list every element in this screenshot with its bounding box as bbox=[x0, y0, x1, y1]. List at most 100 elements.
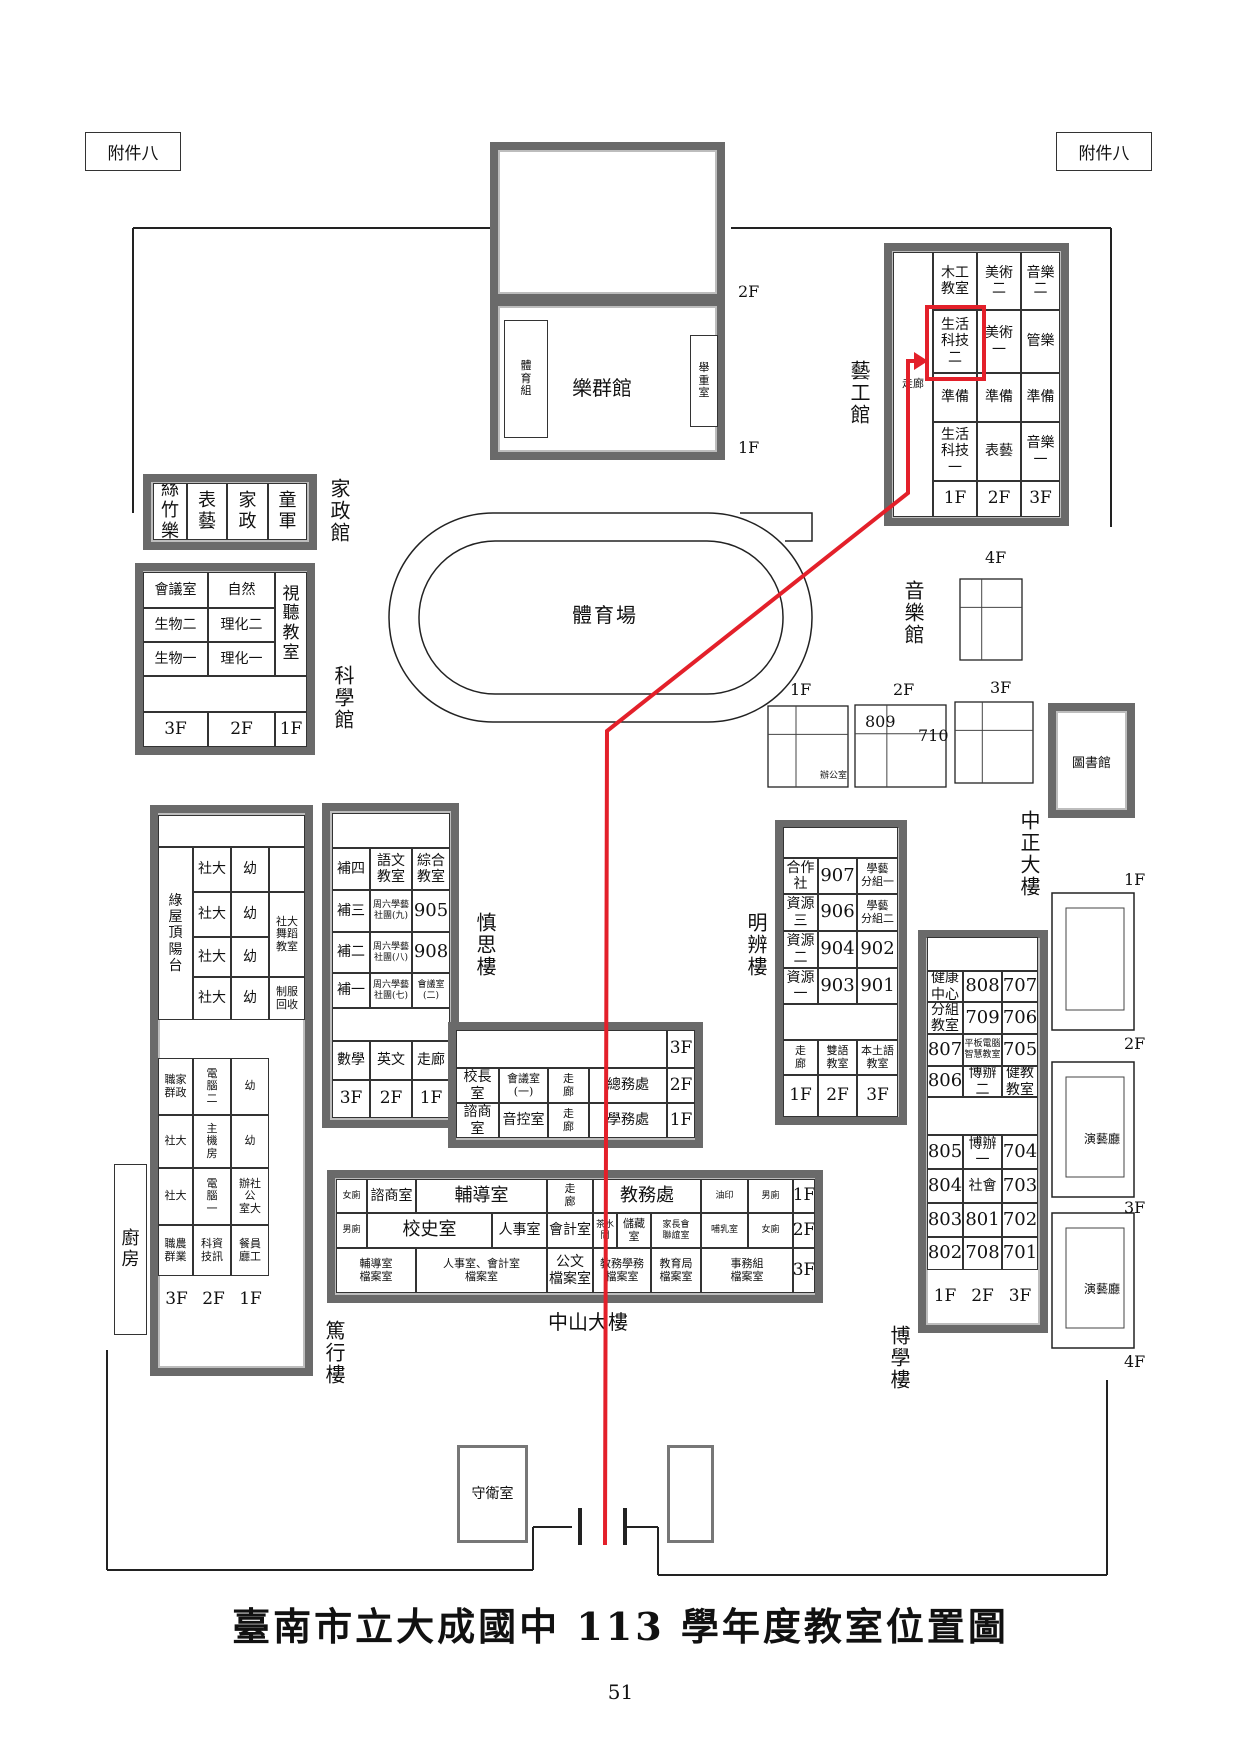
room-cell: 童 軍 bbox=[268, 483, 307, 540]
floor-label: 3F bbox=[143, 712, 208, 747]
room-cell: 會議室 bbox=[143, 572, 208, 608]
room-cell: 807 bbox=[927, 1034, 963, 1066]
theater-floor-plan bbox=[1051, 892, 1135, 1031]
room-cell: 會計室 bbox=[547, 1213, 593, 1248]
room-cell: 資源 二 bbox=[783, 931, 818, 968]
room-cell: 公文 檔案室 bbox=[547, 1248, 593, 1293]
room-cell: 補一 bbox=[332, 973, 370, 1008]
floor-label: 3F bbox=[1008, 1285, 1032, 1306]
room-cell: 制服 回收 bbox=[269, 977, 305, 1020]
floor-label: 1F bbox=[275, 712, 307, 747]
room-cell: 音控室 bbox=[499, 1103, 548, 1138]
room-cell: 幼 bbox=[231, 937, 269, 977]
room-cell: 802 bbox=[927, 1237, 963, 1270]
room-cell: 人事室、會計室 檔案室 bbox=[416, 1248, 547, 1293]
room-cell: 語文 教室 bbox=[370, 848, 412, 890]
floor-label: 3F bbox=[1021, 481, 1060, 517]
room-cell: 理化一 bbox=[208, 642, 275, 676]
room-cell: 1F bbox=[793, 1179, 815, 1213]
room-cell: 803 bbox=[927, 1203, 963, 1237]
office-label: 辦公室 bbox=[820, 771, 848, 781]
room-cell: 2F bbox=[793, 1213, 815, 1248]
theater-label: 演藝廳 bbox=[1084, 1132, 1121, 1146]
attachment-label-right: 附件八 bbox=[1056, 132, 1152, 171]
room-cell: 補二 bbox=[332, 932, 370, 973]
room-cell: 生物二 bbox=[143, 608, 208, 642]
room-cell: 準備 bbox=[933, 373, 977, 422]
room-cell: 校史室 bbox=[367, 1213, 492, 1248]
room-809: 809 bbox=[865, 712, 896, 731]
room-cell: 901 bbox=[857, 968, 898, 1004]
room-cell: 職家 群政 bbox=[158, 1058, 193, 1115]
attachment-label-left: 附件八 bbox=[85, 132, 181, 171]
room-cell: 健教 教室 bbox=[1002, 1066, 1038, 1097]
route-arrowhead-icon bbox=[914, 352, 928, 370]
corridor-space bbox=[927, 1097, 1038, 1135]
mingbian-building-label: 明辨樓 bbox=[744, 912, 768, 978]
floor-label: 3F bbox=[332, 1080, 370, 1118]
room-cell: 社大 bbox=[193, 892, 231, 937]
floor-label: 4F bbox=[1124, 1352, 1146, 1371]
room-cell: 家 政 bbox=[227, 483, 268, 540]
music-hall-floor-plan bbox=[954, 701, 1034, 784]
floor-label: 2F bbox=[370, 1080, 412, 1118]
room-cell: 幼 bbox=[231, 892, 269, 937]
room-cell: 走 廊 bbox=[783, 1040, 818, 1075]
lequn-hall-name: 樂群館 bbox=[572, 376, 632, 400]
track-outer bbox=[388, 512, 813, 723]
room-cell: 806 bbox=[927, 1066, 963, 1097]
corridor-space bbox=[927, 937, 1038, 971]
room-cell: 社大 bbox=[158, 1115, 193, 1168]
room-cell: 儲藏室 bbox=[617, 1213, 651, 1248]
room-cell: 709 bbox=[963, 1002, 1002, 1034]
room-cell: 703 bbox=[1002, 1169, 1038, 1203]
room-cell: 教務處 bbox=[593, 1179, 701, 1213]
room-cell: 輔導室 檔案室 bbox=[336, 1248, 416, 1293]
zhongshan-building-label: 中山大樓 bbox=[548, 1310, 628, 1334]
theater-inner bbox=[1065, 1227, 1125, 1329]
floor-label: 1F bbox=[790, 680, 812, 699]
room-cell: 科資 技訊 bbox=[193, 1225, 231, 1276]
room-cell: 主 機 房 bbox=[193, 1115, 231, 1168]
floor-label: 2F bbox=[208, 712, 275, 747]
route-path bbox=[603, 359, 918, 1546]
room-cell: 生活 科技 二 bbox=[933, 310, 977, 373]
floor-label: 3F bbox=[857, 1075, 898, 1117]
room-cell: 幼 bbox=[231, 977, 269, 1020]
arts-crafts-label: 藝工館 bbox=[847, 360, 871, 426]
room-cell: 視 聽 教 室 bbox=[275, 572, 307, 676]
room-cell: 音樂 二 bbox=[1021, 252, 1060, 310]
room-cell: 905 bbox=[412, 890, 450, 932]
room-cell: 走 廊 bbox=[548, 1068, 589, 1103]
corridor-space bbox=[332, 813, 450, 848]
target-room-highlight bbox=[925, 305, 986, 381]
floor-label: 1F bbox=[783, 1075, 818, 1117]
floor-label: 2F bbox=[893, 680, 915, 699]
room-cell: 英文 bbox=[370, 1041, 412, 1080]
floor-label: 1F bbox=[738, 438, 760, 457]
room-cell: 餐員 廳工 bbox=[231, 1225, 269, 1276]
library-label: 圖書館 bbox=[1072, 756, 1112, 771]
music-hall-floor-plan bbox=[959, 578, 1023, 661]
room-cell: 分組 教室 bbox=[927, 1002, 963, 1034]
room-cell: 周六學藝 社團(九) bbox=[370, 890, 412, 932]
corridor-space bbox=[456, 1030, 667, 1068]
room-cell: 美術 二 bbox=[977, 252, 1021, 310]
room-cell: 學務處 bbox=[589, 1103, 667, 1138]
room-cell: 男廁 bbox=[336, 1213, 367, 1248]
room-cell: 走 廊 bbox=[547, 1179, 593, 1213]
room-cell: 社會 bbox=[963, 1169, 1002, 1203]
balcony-cell: 綠 屋 頂 陽 台 bbox=[158, 847, 193, 1020]
room-cell: 幼 bbox=[231, 847, 269, 892]
music-hall-floor-plan bbox=[854, 704, 947, 788]
room-cell: 704 bbox=[1002, 1135, 1038, 1169]
room-cell: 903 bbox=[818, 968, 857, 1004]
floor-label: 1F bbox=[933, 481, 977, 517]
floor-label: 4F bbox=[985, 548, 1007, 567]
room-cell: 家長會 聯誼室 bbox=[651, 1213, 701, 1248]
room-cell: 705 bbox=[1002, 1034, 1038, 1066]
room-cell: 補三 bbox=[332, 890, 370, 932]
corridor-space bbox=[143, 676, 307, 712]
floor-label: 1F bbox=[1124, 870, 1146, 889]
